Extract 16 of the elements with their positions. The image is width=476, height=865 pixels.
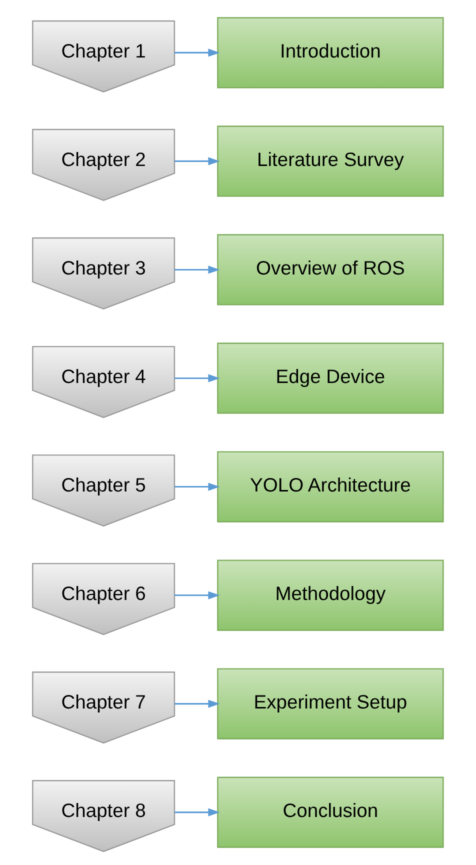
arrow	[174, 266, 220, 274]
arrow	[174, 482, 220, 491]
arrow	[174, 157, 220, 166]
node-box: Overview of ROS	[217, 234, 444, 306]
node-box: Introduction	[217, 17, 444, 88]
arrow	[174, 374, 220, 382]
node-box: Edge Device	[217, 342, 444, 414]
arrow	[174, 591, 220, 600]
node-box: Conclusion	[217, 776, 444, 848]
node-box: Methodology	[217, 560, 444, 631]
node-box: Literature Survey	[217, 126, 444, 197]
arrow	[174, 700, 220, 708]
arrow	[174, 808, 220, 816]
arrow	[174, 48, 220, 57]
node-box: Experiment Setup	[217, 668, 444, 740]
node-box: YOLO Architecture	[217, 451, 444, 522]
